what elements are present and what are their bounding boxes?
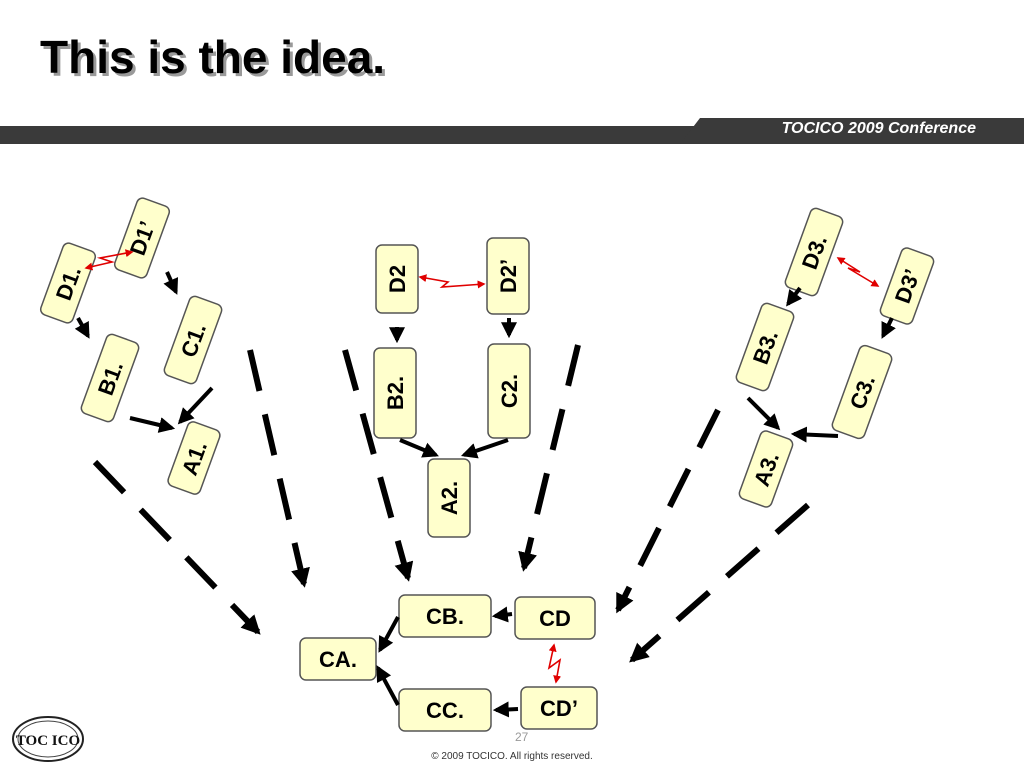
arrow	[746, 396, 781, 431]
node-ca: CA.	[299, 637, 377, 681]
conflict-arrow	[836, 257, 880, 287]
dashed-arrow	[247, 349, 310, 588]
arrow	[492, 701, 519, 718]
logo-text: TOC ICO	[16, 733, 80, 749]
node-d2-prime: D2’	[486, 237, 530, 315]
dashed-arrows	[92, 344, 810, 663]
copyright-notice: © 2009 TOCICO. All rights reserved.	[431, 751, 593, 762]
node-cd-label: CD	[539, 606, 571, 631]
conflict-arrow	[547, 643, 562, 684]
node-b3: B3.	[735, 302, 795, 392]
node-a2-label: A2.	[437, 481, 462, 515]
node-c2: C2.	[487, 343, 531, 439]
node-d1-prime-left: D1.	[39, 242, 97, 324]
slide-title: This is the idea.	[40, 31, 386, 83]
arrow	[378, 616, 400, 653]
arrow	[399, 438, 439, 458]
node-d2: D2	[375, 244, 419, 314]
arrow	[129, 416, 176, 433]
arrow	[786, 286, 803, 307]
node-ca-label: CA.	[319, 647, 357, 672]
node-cd-prime: CD’	[520, 686, 598, 730]
arrow	[460, 438, 509, 459]
node-d1-prime-right: D1’	[113, 197, 171, 279]
dashed-arrow	[518, 344, 581, 572]
node-cd: CD	[514, 596, 596, 640]
node-a3: A3.	[738, 430, 794, 508]
dashed-arrow	[629, 502, 810, 663]
combined-cloud: CB. CD CA. CC. CD’	[299, 594, 598, 732]
arrow	[881, 317, 896, 339]
cloud-1: D1. D1’ C1. B1. A1.	[39, 197, 223, 495]
page-number: 27	[515, 730, 529, 744]
node-d2a-label: D2	[385, 265, 410, 293]
node-b1: B1.	[80, 333, 140, 423]
node-b2: B2.	[373, 347, 417, 439]
arrow	[491, 606, 513, 623]
node-c2-label: C2.	[497, 374, 522, 408]
node-a2: A2.	[427, 458, 471, 538]
dashed-arrow	[615, 408, 721, 614]
node-c3: C3.	[831, 344, 893, 440]
tocico-logo: TOC ICO	[12, 716, 84, 762]
node-cd2-label: CD’	[540, 696, 578, 721]
conference-banner	[0, 118, 1024, 144]
node-d3-prime: D3’	[879, 247, 935, 325]
conflict-arrow	[84, 249, 134, 271]
node-a1: A1.	[167, 421, 221, 495]
dashed-arrow	[342, 349, 414, 582]
node-c1: C1.	[163, 295, 223, 385]
banner-text: TOCICO 2009 Conference	[781, 120, 976, 137]
arrow	[790, 426, 839, 443]
node-b2-label: B2.	[383, 376, 408, 410]
node-cc-label: CC.	[426, 698, 464, 723]
cloud-3: D3. D3’ B3. C3. A3.	[735, 207, 935, 508]
node-d3: D3.	[784, 207, 844, 297]
dashed-arrow	[92, 459, 261, 635]
node-cb-label: CB.	[426, 604, 464, 629]
node-cb: CB.	[398, 594, 492, 638]
node-cc: CC.	[398, 688, 492, 732]
node-d2b-label: D2’	[496, 259, 521, 293]
conflict-arrow	[418, 274, 486, 289]
arrow	[163, 271, 179, 295]
arrow	[177, 386, 214, 425]
arrow	[74, 317, 90, 339]
cloud-2: D2 D2’ B2. C2. A2.	[373, 237, 531, 538]
arrow	[376, 665, 400, 706]
